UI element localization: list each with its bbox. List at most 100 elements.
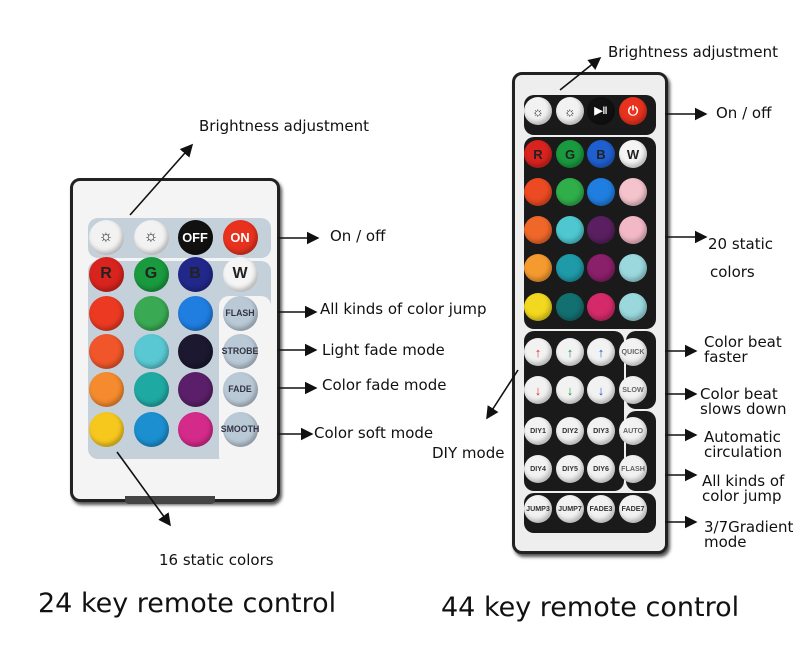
diy2-button[interactable]: DIY2 <box>556 417 584 445</box>
flash-button[interactable]: FLASH <box>619 455 647 483</box>
smooth-button[interactable]: SMOOTH <box>221 411 259 447</box>
jump3-button[interactable]: JUMP3 <box>524 495 552 523</box>
static-colors-label-24: 16 static colors <box>159 551 274 569</box>
brightness-label-44: Brightness adjustment <box>608 43 778 61</box>
color-button[interactable] <box>88 295 124 331</box>
brightness-up-button[interactable]: ☼ <box>88 219 124 255</box>
slow-line-1: Color beat <box>700 385 778 403</box>
color-button[interactable] <box>133 411 169 447</box>
flash-line-1: All kinds of <box>702 472 785 490</box>
jump7-button[interactable]: JUMP7 <box>556 495 584 523</box>
remote-24-title: 24 key remote control <box>38 588 337 619</box>
strobe-button[interactable]: STROBE <box>222 333 258 369</box>
flash-button[interactable]: FLASH <box>222 295 258 331</box>
diy1-button[interactable]: DIY1 <box>524 417 552 445</box>
color-button[interactable] <box>556 216 584 244</box>
color-button[interactable] <box>88 333 124 369</box>
static-colors-label-44: 20 static colors <box>708 230 773 286</box>
color-button[interactable] <box>177 295 213 331</box>
diy4-button[interactable]: DIY4 <box>524 455 552 483</box>
color-button[interactable] <box>619 216 647 244</box>
fade-button[interactable]: FADE <box>222 371 258 407</box>
auto-line-1: Automatic <box>704 428 781 446</box>
red-up-button[interactable]: ↑ <box>524 338 552 366</box>
color-button[interactable] <box>587 293 615 321</box>
color-button[interactable] <box>587 254 615 282</box>
color-button[interactable] <box>587 178 615 206</box>
color-button[interactable] <box>524 178 552 206</box>
auto-button[interactable]: AUTO <box>619 417 647 445</box>
blue-button[interactable]: B <box>587 140 615 168</box>
green-button[interactable]: G <box>133 256 169 292</box>
quick-line-2: faster <box>704 348 748 366</box>
quick-button[interactable]: QUICK <box>619 338 647 366</box>
gradient-line-1: 3/7Gradient <box>704 518 794 536</box>
fade3-button[interactable]: FADE3 <box>587 495 615 523</box>
static-line-1: 20 static <box>708 235 774 253</box>
color-button[interactable] <box>619 254 647 282</box>
color-button[interactable] <box>556 254 584 282</box>
color-button[interactable] <box>524 216 552 244</box>
color-button[interactable] <box>587 216 615 244</box>
auto-line-2: circulation <box>704 443 783 461</box>
color-button[interactable] <box>133 295 169 331</box>
diy3-button[interactable]: DIY3 <box>587 417 615 445</box>
red-button[interactable]: R <box>88 256 124 292</box>
color-soft-label: Color soft mode <box>314 424 434 442</box>
color-button[interactable] <box>524 254 552 282</box>
blue-button[interactable]: B <box>177 256 213 292</box>
color-button[interactable] <box>619 293 647 321</box>
fade7-button[interactable]: FADE7 <box>619 495 647 523</box>
color-button[interactable] <box>619 178 647 206</box>
red-down-button[interactable]: ↓ <box>524 376 552 404</box>
color-button[interactable] <box>133 371 169 407</box>
remote-24-base <box>125 496 215 504</box>
quick-line-1: Color beat <box>704 333 782 351</box>
play-pause-button[interactable]: ▶‖ <box>587 97 615 125</box>
brightness-label-24: Brightness adjustment <box>199 117 369 135</box>
diy-label: DIY mode <box>432 444 505 462</box>
diy5-button[interactable]: DIY5 <box>556 455 584 483</box>
brightness-up-button[interactable]: ☼ <box>524 97 552 125</box>
color-button[interactable] <box>88 371 124 407</box>
slow-line-2: slows down <box>700 400 787 418</box>
slow-button[interactable]: SLOW <box>619 376 647 404</box>
white-button[interactable]: W <box>619 140 647 168</box>
color-button[interactable] <box>556 293 584 321</box>
onoff-label-24: On / off <box>330 227 386 245</box>
off-button[interactable]: OFF <box>177 219 213 255</box>
brightness-down-button[interactable]: ☼ <box>133 219 169 255</box>
color-button[interactable] <box>556 178 584 206</box>
green-up-button[interactable]: ↑ <box>556 338 584 366</box>
power-button[interactable]: ⏻ <box>619 97 647 125</box>
color-button[interactable] <box>177 411 213 447</box>
color-button[interactable] <box>133 333 169 369</box>
color-button[interactable] <box>524 293 552 321</box>
blue-up-button[interactable]: ↑ <box>587 338 615 366</box>
blue-down-button[interactable]: ↓ <box>587 376 615 404</box>
color-button[interactable] <box>177 371 213 407</box>
diy6-button[interactable]: DIY6 <box>587 455 615 483</box>
green-button[interactable]: G <box>556 140 584 168</box>
brightness-down-button[interactable]: ☼ <box>556 97 584 125</box>
red-button[interactable]: R <box>524 140 552 168</box>
gradient-line-2: mode <box>704 533 747 551</box>
light-fade-label: Light fade mode <box>322 341 445 359</box>
flash-line-2: color jump <box>702 487 782 505</box>
onoff-label-44: On / off <box>716 104 772 122</box>
on-button[interactable]: ON <box>222 219 258 255</box>
green-down-button[interactable]: ↓ <box>556 376 584 404</box>
color-button[interactable] <box>88 411 124 447</box>
color-fade-label: Color fade mode <box>322 376 447 394</box>
static-line-2: colors <box>710 263 755 281</box>
color-button[interactable] <box>177 333 213 369</box>
white-button[interactable]: W <box>222 256 258 292</box>
